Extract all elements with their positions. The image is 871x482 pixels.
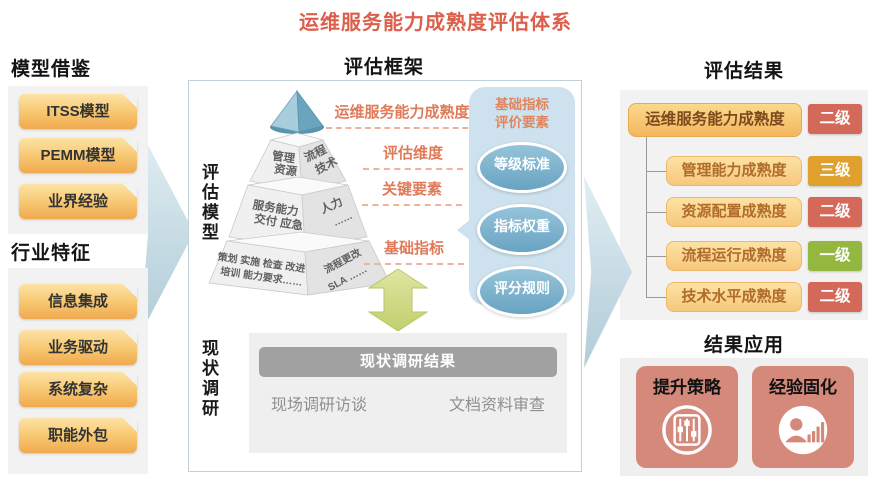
tree-connector-stub xyxy=(646,256,666,257)
indicator-elements-bubble: 基础指标 评价要素 等级标准 指标权重 评分规则 xyxy=(457,87,575,318)
tier3-right xyxy=(301,184,368,249)
result-node-process: 流程运行成熟度 xyxy=(666,241,802,271)
tree-connector-stub xyxy=(646,297,666,298)
pyramid-label-maturity: 运维服务能力成熟度 xyxy=(326,101,478,129)
result-node-resource: 资源配置成熟度 xyxy=(666,197,802,227)
result-root-node: 运维服务能力成熟度 xyxy=(628,103,802,137)
left-to-center-arrow-icon xyxy=(140,130,194,335)
result-application-panel: 提升策略 经验固化 xyxy=(620,358,868,476)
industry-item-outsource: 职能外包 xyxy=(19,418,137,453)
industry-item-integration: 信息集成 xyxy=(19,284,137,319)
card-experience-solidify: 经验固化 xyxy=(752,366,854,468)
card-label: 提升策略 xyxy=(653,378,721,397)
oval-grade-standard: 等级标准 xyxy=(477,142,567,194)
survey-method-interview: 现场调研访谈 xyxy=(271,397,368,414)
label-current-survey: 现状调研 xyxy=(199,339,218,419)
survey-methods: 现场调研访谈 文档资料审查 xyxy=(249,391,567,415)
result-root-level-badge: 二级 xyxy=(808,104,862,134)
industry-traits-panel: 信息集成 业务驱动 系统复杂 职能外包 xyxy=(8,268,148,474)
up-down-arrow-icon xyxy=(367,269,429,331)
model-item-itss: ITSS模型 xyxy=(19,94,137,129)
heading-model-reference: 模型借鉴 xyxy=(11,59,92,80)
heading-evaluation-framework: 评估框架 xyxy=(343,57,424,78)
model-item-pemm: PEMM模型 xyxy=(19,138,137,173)
result-node-management: 管理能力成熟度 xyxy=(666,156,802,186)
result-level-badge-process: 一级 xyxy=(808,241,862,271)
survey-method-document: 文档资料审查 xyxy=(448,397,545,414)
bubble-title-line2: 评价要素 xyxy=(495,114,549,130)
oval-indicator-weight: 指标权重 xyxy=(477,204,567,256)
sliders-icon xyxy=(662,405,712,455)
bubble-title-line1: 基础指标 xyxy=(495,97,549,112)
survey-panel: 现状调研结果 现场调研访谈 文档资料审查 xyxy=(249,333,567,453)
industry-item-complex: 系统复杂 xyxy=(19,372,137,407)
result-level-badge-management: 三级 xyxy=(808,156,862,186)
oval-scoring-rules: 评分规则 xyxy=(477,266,567,318)
survey-result-bar: 现状调研结果 xyxy=(259,347,557,377)
heading-evaluation-results: 评估结果 xyxy=(703,61,784,82)
industry-item-business: 业务驱动 xyxy=(19,330,137,365)
pyramid-label-dimensions: 评估维度 xyxy=(363,142,463,170)
pyramid-label-base-indicators: 基础指标 xyxy=(364,237,464,265)
tier2-left-text1: 管理 xyxy=(271,149,296,166)
bubble-title: 基础指标 评价要素 xyxy=(469,96,575,131)
card-improvement-strategy: 提升策略 xyxy=(636,366,738,468)
pyramid-cap-left-face xyxy=(270,89,300,133)
label-evaluation-model: 评估模型 xyxy=(199,163,218,243)
model-reference-panel: ITSS模型 PEMM模型 业界经验 xyxy=(8,86,148,234)
tier2-left-text2: 资源 xyxy=(273,162,298,179)
result-level-badge-technology: 二级 xyxy=(808,282,862,312)
evaluation-framework-box: 评估模型 现状调研 管理 资源 流程 技术 服务能力 交付 应急 人力 …… 策… xyxy=(188,80,582,472)
heading-result-application: 结果应用 xyxy=(703,335,784,356)
pyramid-cap-right-face xyxy=(296,89,324,133)
tree-connector-stub xyxy=(646,212,666,213)
page-title: 运维服务能力成熟度评估体系 xyxy=(299,12,572,34)
heading-industry-traits: 行业特征 xyxy=(11,243,92,264)
result-level-badge-resource: 二级 xyxy=(808,197,862,227)
model-item-industry-exp: 业界经验 xyxy=(19,184,137,219)
maturity-pyramid: 管理 资源 流程 技术 服务能力 交付 应急 人力 …… 策划 实施 检查 改进… xyxy=(208,89,391,296)
evaluation-results-panel: 运维服务能力成熟度 二级 管理能力成熟度 三级 资源配置成熟度 二级 流程运行成… xyxy=(620,90,868,320)
result-node-technology: 技术水平成熟度 xyxy=(666,282,802,312)
tree-connector-stub xyxy=(646,171,666,172)
pyramid-label-key-elements: 关键要素 xyxy=(362,178,462,206)
tier2-right xyxy=(298,139,347,192)
tree-connector-vline xyxy=(646,137,647,297)
person-chart-icon xyxy=(778,405,828,455)
card-label: 经验固化 xyxy=(769,378,837,397)
